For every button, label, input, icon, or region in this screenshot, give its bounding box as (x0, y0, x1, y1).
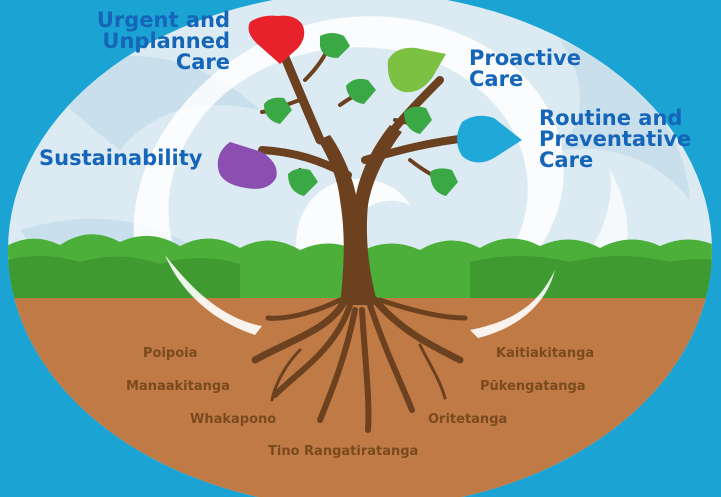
background-swirl (560, 40, 690, 200)
label-line: Preventative (539, 127, 692, 151)
label-line: Care (175, 50, 230, 74)
root-label-oritetanga: Oritetanga (428, 412, 508, 427)
small-leaf (320, 33, 350, 58)
sustainability-leaf (217, 142, 277, 189)
swirl-tail-right (470, 270, 555, 338)
swirl-tail-left (165, 255, 262, 335)
small-leaf (346, 78, 376, 104)
label-line: Care (539, 148, 594, 172)
label-routine-care: Routine and Preventative Care (539, 108, 691, 171)
root-label-manaakitanga: Manaakitanga (126, 379, 230, 394)
small-leaf (288, 168, 318, 196)
root-label-poipoia: Poipoia (143, 346, 198, 361)
label-urgent-care: Urgent and Unplanned Care (96, 10, 230, 73)
grass-shade (8, 256, 240, 300)
proactive-care-leaf (387, 47, 446, 93)
routine-care-leaf (457, 115, 522, 163)
label-sustainability: Sustainability (39, 146, 203, 170)
small-leaves (264, 33, 458, 196)
label-line: Proactive (469, 46, 581, 70)
grass-shade (470, 256, 712, 300)
label-line: Care (469, 67, 524, 91)
small-leaf (404, 106, 432, 134)
roots (251, 296, 468, 433)
root-label-pukengatanga: Pūkengatanga (480, 379, 586, 394)
label-line: Unplanned (102, 29, 230, 53)
small-leaf (264, 97, 292, 124)
root-label-whakapono: Whakapono (190, 412, 277, 427)
root-label-kaitiakitanga: Kaitiakitanga (496, 346, 595, 361)
urgent-care-leaf (248, 15, 305, 65)
root-label-tino-rangatiratanga: Tino Rangatiratanga (268, 444, 419, 459)
label-proactive-care: Proactive Care (469, 48, 581, 90)
label-line: Urgent and (96, 8, 230, 32)
label-line: Routine and (539, 106, 683, 130)
small-leaf (430, 168, 458, 196)
